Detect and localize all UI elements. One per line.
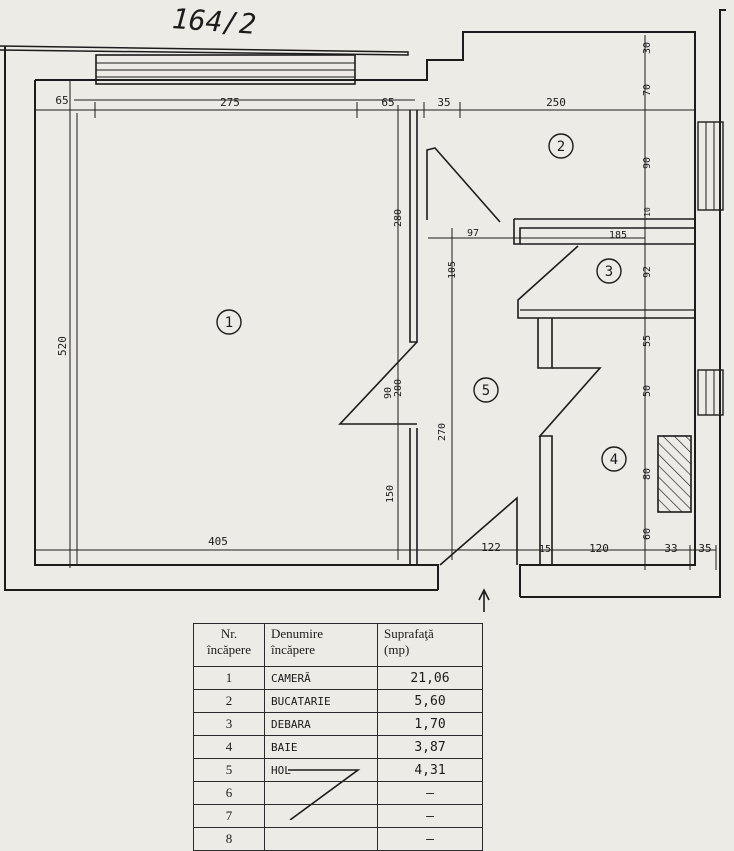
- row-name: HOL: [264, 758, 378, 782]
- room-circle-2: [548, 133, 574, 159]
- dim-right-2: 90: [642, 157, 653, 169]
- row-area: —: [377, 827, 483, 851]
- dim-inner-185: 185: [609, 230, 627, 241]
- dim-bottom-0: 405: [208, 535, 228, 548]
- table-row: 5 HOL 4,31: [193, 758, 483, 782]
- table-row: 3 DEBARA 1,70: [193, 712, 483, 736]
- door-entry: [439, 496, 518, 566]
- radiator-bottom: [697, 369, 724, 416]
- room-label-5: 5: [482, 383, 490, 399]
- header-area: Suprafaţă(mp): [377, 623, 483, 667]
- room-label-1: 1: [225, 315, 233, 331]
- row-name: CAMERĂ: [264, 666, 378, 690]
- dim-inner-90: 90: [383, 387, 394, 399]
- row-nr: 5: [193, 758, 265, 782]
- entry-arrow: [478, 588, 490, 612]
- partition-wall-1: [409, 110, 418, 343]
- table-row: 2 BUCATARIE 5,60: [193, 689, 483, 713]
- dim-inner-150: 150: [385, 485, 396, 503]
- dim-inner-97: 97: [467, 228, 479, 239]
- row-nr: 7: [193, 804, 265, 828]
- dim-right-8: 60: [642, 528, 653, 540]
- row-name: BUCATARIE: [264, 689, 378, 713]
- row-area: 5,60: [377, 689, 483, 713]
- room-label-4: 4: [610, 452, 618, 468]
- dim-top-4: 250: [546, 96, 566, 109]
- dim-right-4: 92: [642, 266, 653, 278]
- radiator-top: [697, 121, 724, 211]
- row-nr: 6: [193, 781, 265, 805]
- row-nr: 2: [193, 689, 265, 713]
- dim-top-0: 65: [55, 94, 68, 107]
- row-nr: 1: [193, 666, 265, 690]
- room-label-2: 2: [557, 139, 565, 155]
- table-row: 4 BAIE 3,87: [193, 735, 483, 759]
- row-area: —: [377, 804, 483, 828]
- partition-wall-2: [513, 218, 695, 245]
- table-row: 7 —: [193, 804, 483, 828]
- dim-right-1: 70: [642, 84, 653, 96]
- row-name: [264, 827, 378, 851]
- table-row: 1 CAMERĂ 21,06: [193, 666, 483, 690]
- row-area: 21,06: [377, 666, 483, 690]
- table-row: 6 —: [193, 781, 483, 805]
- row-area: 3,87: [377, 735, 483, 759]
- dim-right-3: 10: [643, 207, 652, 217]
- door-kitchen: [426, 147, 501, 223]
- outer-boundary-right: [520, 9, 726, 598]
- dim-top-1: 275: [220, 96, 240, 109]
- dim-inner-280: 280: [393, 209, 404, 227]
- outer-boundary: [4, 46, 438, 591]
- row-nr: 8: [193, 827, 265, 851]
- dim-right-6: 50: [642, 385, 653, 397]
- door-room-1: [338, 341, 418, 425]
- dim-right-7: 80: [642, 468, 653, 480]
- row-area: —: [377, 781, 483, 805]
- header-nr: Nr.încăpere: [193, 623, 265, 667]
- row-nr: 4: [193, 735, 265, 759]
- handwritten-number: 164/2: [171, 2, 257, 41]
- row-name: DEBARA: [264, 712, 378, 736]
- room-label-3: 3: [605, 264, 613, 280]
- room-circle-1: [216, 309, 242, 335]
- dim-bottom-2: 15: [539, 544, 551, 555]
- dim-inner-200: 200: [393, 379, 404, 397]
- dimension-lines: [35, 35, 717, 570]
- dim-bottom-5: 35: [698, 542, 711, 555]
- dim-top-2: 65: [381, 96, 394, 109]
- dim-left-height: 520: [56, 336, 69, 356]
- floor-plan: 164/2 1 2 3 4 5 65 275 65 35 250 520 405…: [0, 2, 726, 820]
- door-storage: [517, 245, 695, 319]
- dim-bottom-1: 122: [481, 541, 501, 554]
- room-circle-4: [601, 446, 627, 472]
- row-name: [264, 804, 378, 828]
- row-name: [264, 781, 378, 805]
- door-bathroom: [538, 367, 602, 565]
- dim-right-0: 30: [642, 42, 653, 54]
- room-circle-5: [473, 377, 499, 403]
- dim-bottom-3: 120: [589, 542, 609, 555]
- row-area: 4,31: [377, 758, 483, 782]
- row-name: BAIE: [264, 735, 378, 759]
- dim-inner-270: 270: [437, 423, 448, 441]
- dim-inner-105: 105: [447, 261, 458, 279]
- row-area: 1,70: [377, 712, 483, 736]
- dim-right-5: 55: [642, 335, 653, 347]
- shaft-hatched: [657, 435, 692, 513]
- dim-top-3: 35: [437, 96, 450, 109]
- dim-bottom-4: 33: [664, 542, 677, 555]
- header-line: [0, 45, 409, 56]
- row-nr: 3: [193, 712, 265, 736]
- bathroom-walls: [537, 318, 553, 369]
- table-row: 8 —: [193, 827, 483, 851]
- room-circle-3: [596, 258, 622, 284]
- room-1-walls: [35, 31, 696, 597]
